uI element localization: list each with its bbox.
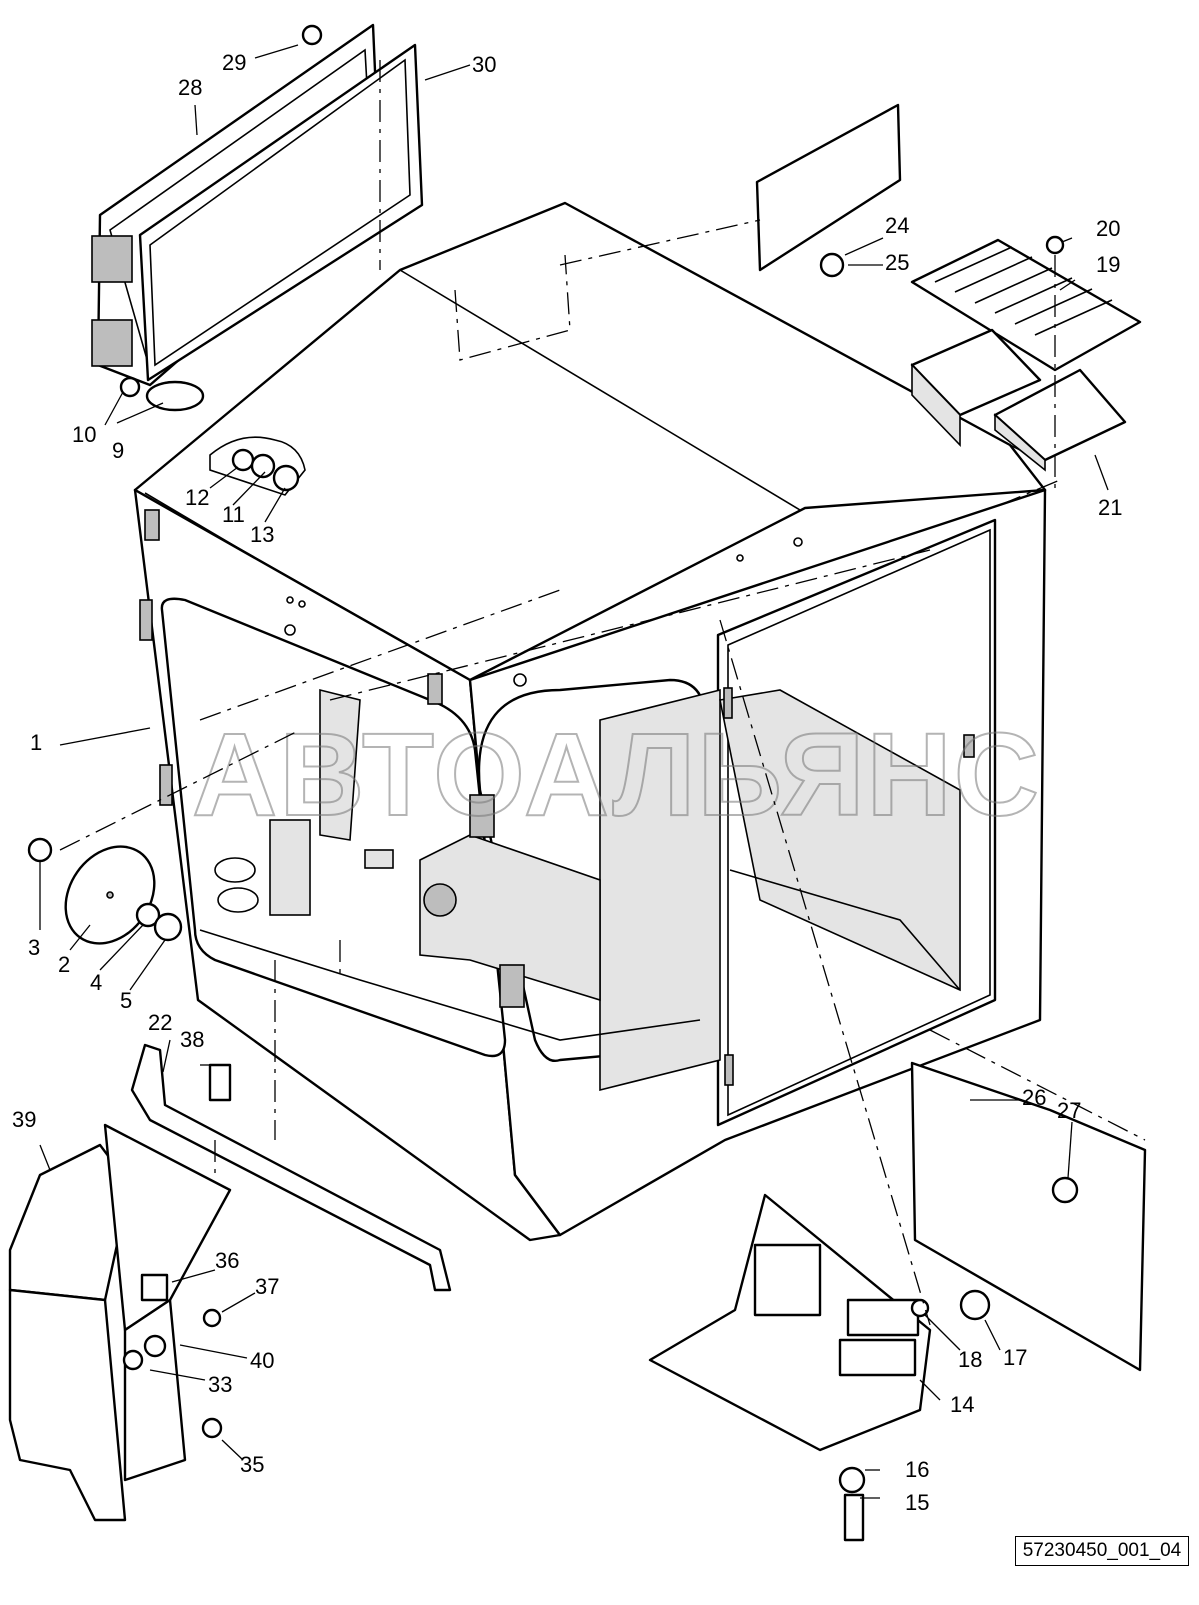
cab-frame: [133, 201, 1047, 1242]
callout-37: 37: [255, 1274, 279, 1299]
floor-tray: [648, 1193, 991, 1542]
roof-plate: [755, 103, 902, 278]
callout-33: 33: [208, 1372, 232, 1397]
center-lines: [59, 60, 1146, 1326]
callout-labels: 1 2 3 4 5 9 10 11 12 13 14 15 16 17 18 1…: [12, 50, 1122, 1515]
callout-17: 17: [1003, 1345, 1027, 1370]
callout-9: 9: [112, 438, 124, 463]
side-cover: [27, 837, 183, 945]
callout-27: 27: [1057, 1098, 1081, 1123]
roof-plugs: [209, 436, 306, 496]
callout-18: 18: [958, 1347, 982, 1372]
callout-10: 10: [72, 422, 96, 447]
callout-11: 11: [222, 502, 245, 527]
callout-16: 16: [905, 1457, 929, 1482]
callout-21: 21: [1098, 495, 1122, 520]
callout-1: 1: [30, 730, 42, 755]
callout-12: 12: [185, 485, 209, 510]
lower-bar: [130, 1043, 452, 1292]
document-code-label: 57230450_001_04: [1015, 1536, 1189, 1566]
callout-20: 20: [1096, 216, 1120, 241]
callout-15: 15: [905, 1490, 929, 1515]
leader-lines: [39, 44, 1109, 1499]
side-console: [8, 1123, 232, 1522]
rear-panel: [910, 1061, 1147, 1372]
callout-24: 24: [885, 213, 909, 238]
callout-36: 36: [215, 1248, 239, 1273]
callout-25: 25: [885, 250, 909, 275]
callout-29: 29: [222, 50, 246, 75]
callout-26: 26: [1022, 1085, 1046, 1110]
callout-22: 22: [148, 1010, 172, 1035]
watermark-text: АВТОАЛЬЯНС: [192, 709, 1041, 841]
callout-14: 14: [950, 1392, 974, 1417]
callout-3: 3: [28, 935, 40, 960]
callout-30: 30: [472, 52, 496, 77]
callout-5: 5: [120, 988, 132, 1013]
callout-13: 13: [250, 522, 274, 547]
callout-38: 38: [180, 1027, 204, 1052]
callout-40: 40: [250, 1348, 274, 1373]
callout-39: 39: [12, 1107, 36, 1132]
callout-4: 4: [90, 970, 102, 995]
callout-28: 28: [178, 75, 202, 100]
callout-35: 35: [240, 1452, 264, 1477]
callout-2: 2: [58, 952, 70, 977]
callout-19: 19: [1096, 252, 1120, 277]
filter-grille: [910, 235, 1142, 472]
window-assembly: [91, 23, 424, 412]
